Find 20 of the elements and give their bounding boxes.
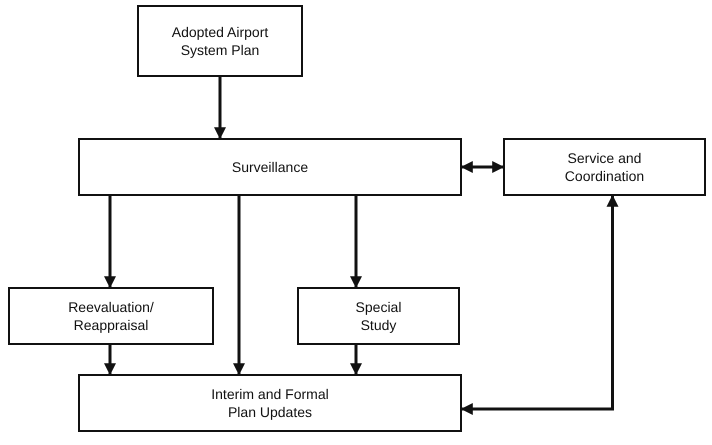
process-box xyxy=(503,138,706,196)
box-label: Adopted Airport System Plan xyxy=(170,22,270,60)
box-label: Surveillance xyxy=(232,158,308,176)
process-box xyxy=(78,138,462,196)
arrow xyxy=(104,345,116,376)
arrow xyxy=(104,196,116,288)
arrow xyxy=(350,345,362,376)
process-box xyxy=(8,287,214,345)
box-label: Special Study xyxy=(354,298,402,334)
box-label: Service and Coordination xyxy=(564,148,646,186)
arrow xyxy=(233,196,245,376)
process-box xyxy=(78,374,462,432)
process-box xyxy=(297,287,460,345)
box-label: Interim and Formal Plan Updates xyxy=(210,384,330,422)
arrow xyxy=(460,161,504,173)
arrow xyxy=(460,194,618,415)
process-box xyxy=(137,5,303,77)
arrow xyxy=(214,77,226,140)
box-label: Reevaluation/ Reappraisal xyxy=(67,298,155,334)
arrow xyxy=(350,196,362,288)
